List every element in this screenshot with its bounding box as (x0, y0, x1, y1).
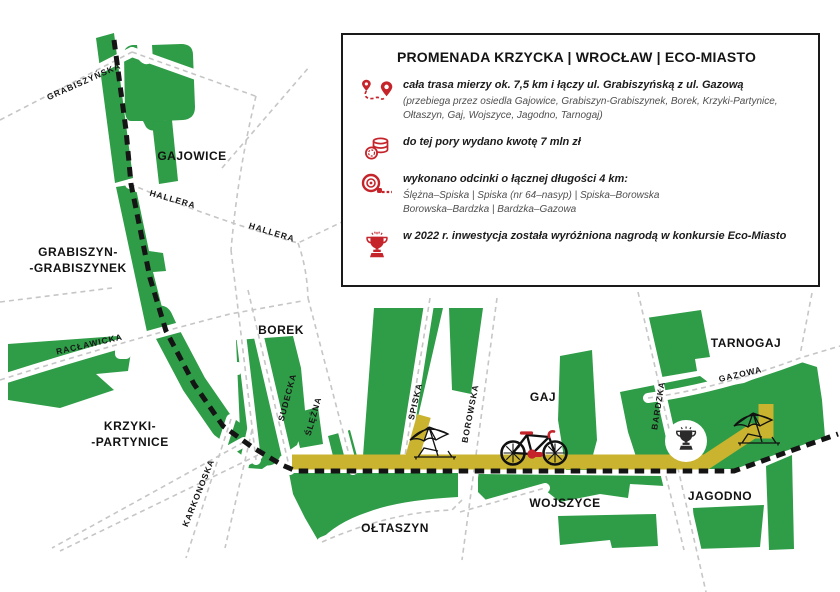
district-label-wojszyce: WOJSZYCE (529, 496, 600, 510)
beach-umbrella-icon (409, 426, 456, 460)
info-item-sections-line1: Ślężna–Spiska | Spiska (nr 64–nasyp) | S… (403, 189, 660, 201)
district-label-grabiszyn: GRABISZYN- (38, 245, 118, 259)
street-label-hallera: HALLERA (149, 188, 198, 211)
page-title: PROMENADA KRZYCKA | WROCŁAW | ECO-MIASTO (396, 49, 757, 65)
promenade-route-line (111, 39, 839, 474)
info-panel: PROMENADA KRZYCKA | WROCŁAW | ECO-MIASTO… (341, 33, 820, 287)
info-item-sections-text: wykonano odcinki o łącznej długości 4 km… (403, 172, 628, 185)
coins-icon (351, 135, 403, 160)
info-item-route-text: cała trasa mierzy ok. 7,5 km i łączy ul.… (403, 79, 744, 91)
beach-umbrella-icon (733, 412, 780, 446)
info-item-cost: do tej pory wydano kwotę 7 mln zł (351, 135, 802, 160)
tape-measure-icon (351, 172, 403, 197)
district-label-krzyki: KRZYKI- (104, 419, 156, 433)
district-label-borek: BOREK (258, 323, 304, 337)
info-item-route-subtext: (przebiega przez osiedla Gajowice, Grabi… (403, 95, 778, 121)
bicycle-icon (500, 429, 568, 466)
info-item-cost-text: do tej pory wydano kwotę 7 mln zł (403, 135, 581, 148)
info-item-award: w 2022 r. inwestycja została wyróżniona … (351, 229, 802, 260)
district-label-oltaszyn: OŁTASZYN (361, 521, 429, 535)
district-label-tarnogaj: TARNOGAJ (711, 336, 781, 350)
street-lines (0, 51, 840, 592)
info-item-sections-line2: Borowska–Bardzka | Bardzka–Gazowa (403, 203, 577, 215)
route-pins-icon (351, 78, 403, 105)
info-item-sections: wykonano odcinki o łącznej długości 4 km… (351, 172, 802, 217)
district-label-grabiszynek: -GRABISZYNEK (29, 261, 126, 275)
district-labels: GAJOWICE GRABISZYN- -GRABISZYNEK BOREK K… (29, 149, 781, 535)
district-label-jagodno: JAGODNO (688, 489, 752, 503)
district-label-gajowice: GAJOWICE (157, 149, 226, 163)
district-label-gaj: GAJ (530, 390, 556, 404)
info-item-award-text: w 2022 r. inwestycja została wyróżniona … (403, 229, 787, 242)
promenade-built-sections (292, 404, 774, 470)
trophy-icon (351, 229, 403, 260)
district-label-partynice: -PARTYNICE (91, 435, 168, 449)
info-item-route: cała trasa mierzy ok. 7,5 km i łączy ul.… (351, 78, 802, 123)
trophy-icon (676, 426, 697, 450)
